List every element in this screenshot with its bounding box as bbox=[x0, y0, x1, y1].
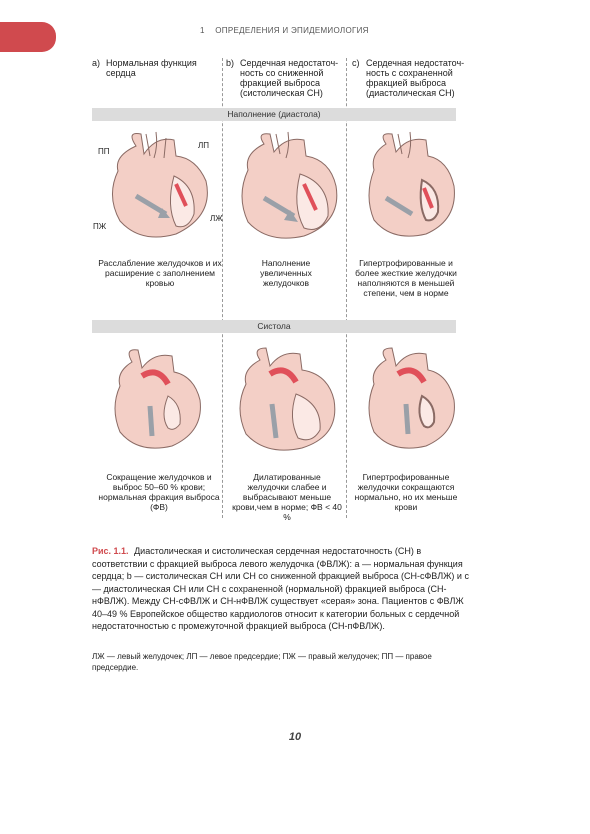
systole-caption-c: Гипертрофированные желудочки сокращаются… bbox=[354, 472, 458, 512]
column-divider bbox=[346, 58, 347, 518]
heart-illustration bbox=[239, 347, 336, 451]
diastole-caption-c: Гипертрофированные и более жесткие желуд… bbox=[355, 258, 457, 298]
heart-illustration bbox=[114, 349, 201, 449]
column-c-letter: c) bbox=[352, 58, 360, 68]
diastole-caption-b: Наполнение увеличенных желудочков bbox=[260, 258, 312, 288]
systole-band: Систола bbox=[92, 320, 456, 333]
label-ra: ПП bbox=[98, 147, 110, 156]
diastole-caption-a: Расслабление желудочков и их расширение … bbox=[98, 258, 222, 288]
heart-illustration bbox=[241, 131, 338, 239]
figure-abbreviations: ЛЖ — левый желудочек; ЛП — левое предсер… bbox=[92, 652, 432, 672]
chapter-number: 1 bbox=[200, 26, 205, 35]
figure-caption: Рис. 1.1. Диастолическая и систолическая… bbox=[92, 545, 470, 633]
chapter-tab bbox=[0, 22, 56, 52]
figure-caption-text: Диастолическая и систолическая сердечная… bbox=[92, 546, 469, 631]
diastole-band: Наполнение (диастола) bbox=[92, 108, 456, 121]
systole-caption-a: Сокращение желудочков и выброс 50–60 % к… bbox=[98, 472, 220, 512]
heart-illustration bbox=[368, 131, 455, 237]
label-rv: ПЖ bbox=[93, 222, 107, 231]
column-a-title: Нормальная функция сердца bbox=[106, 58, 197, 78]
chapter-title: ОПРЕДЕЛЕНИЯ И ЭПИДЕМИОЛОГИЯ bbox=[215, 26, 369, 35]
figure-label: Рис. 1.1. bbox=[92, 546, 129, 556]
heart-illustration bbox=[368, 347, 455, 449]
label-lv: ЛЖ bbox=[210, 214, 223, 223]
label-la: ЛП bbox=[198, 141, 209, 150]
heart-illustration bbox=[112, 131, 208, 238]
column-b-letter: b) bbox=[226, 58, 235, 68]
column-a-letter: a) bbox=[92, 58, 101, 68]
column-divider bbox=[222, 58, 223, 518]
systole-caption-b: Дилатированные желудочки слабее и выбрас… bbox=[232, 472, 342, 522]
column-c-title: Сердечная недостаточ-ность с сохраненной… bbox=[366, 58, 465, 98]
page-number: 10 bbox=[288, 731, 302, 743]
column-b-title: Сердечная недостаточ-ность со сниженной … bbox=[240, 58, 339, 98]
running-header: 1 ОПРЕДЕЛЕНИЯ И ЭПИДЕМИОЛОГИЯ bbox=[200, 26, 369, 35]
